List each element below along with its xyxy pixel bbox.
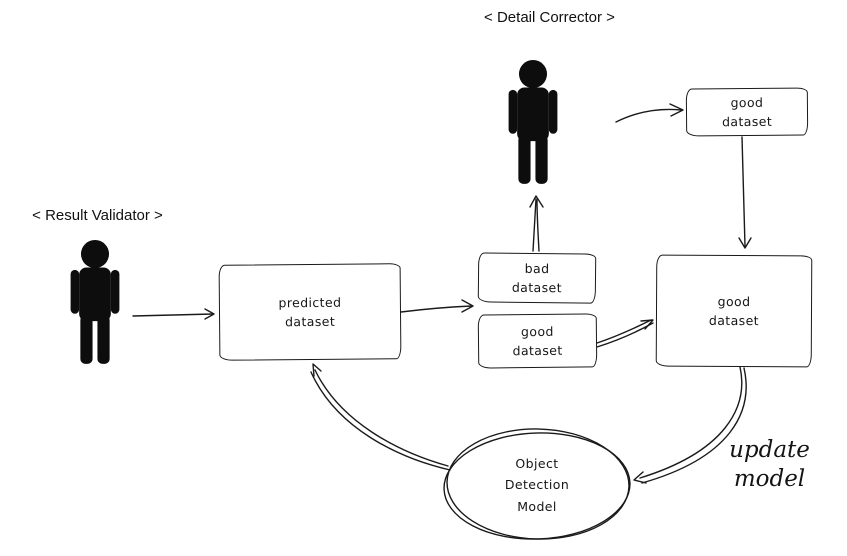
person-icon — [70, 239, 120, 364]
person-icon — [508, 59, 558, 184]
node-object-detection-model: Object Detection Model — [467, 448, 607, 522]
node-object-detection-model-label: Object Detection Model — [504, 456, 570, 514]
arrow-validator-to-predicted — [132, 308, 215, 320]
node-predicted-dataset: predicted dataset — [218, 263, 402, 361]
arrow-goodlarge-to-model — [633, 366, 747, 484]
node-good-dataset-large: good dataset — [655, 254, 813, 368]
node-good-dataset-large-label: good dataset — [708, 293, 760, 329]
node-good-dataset-top: good dataset — [685, 87, 809, 137]
arrow-model-to-predicted — [310, 363, 451, 471]
node-bad-dataset-label: bad dataset — [511, 260, 563, 296]
arrow-corrector-to-goodtop — [615, 103, 684, 123]
arrow-goodsmall-to-goodlarge — [596, 319, 654, 348]
ellipse-outline — [443, 428, 631, 540]
annotation-update-model: update model — [729, 437, 810, 492]
node-predicted-dataset-label: predicted dataset — [278, 294, 342, 330]
arrow-predicted-to-datasets — [400, 299, 474, 313]
node-good-dataset-small-label: good dataset — [512, 323, 563, 359]
arrow-goodtop-to-goodlarge — [738, 136, 752, 249]
arrow-bad-to-corrector — [529, 195, 544, 252]
actor-label-detail-corrector: < Detail Corrector > — [484, 9, 615, 26]
actor-label-result-validator: < Result Validator > — [32, 207, 163, 224]
node-bad-dataset: bad dataset — [477, 252, 597, 304]
node-good-dataset-small: good dataset — [477, 313, 598, 369]
node-good-dataset-top-label: good dataset — [721, 94, 773, 130]
